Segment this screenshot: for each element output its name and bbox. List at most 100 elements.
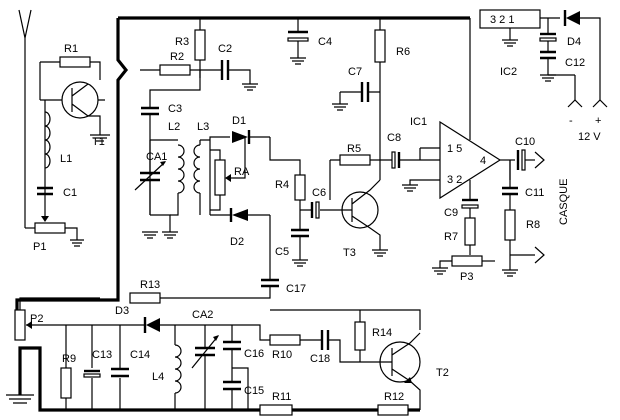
power-terminals: [567, 99, 608, 108]
p1-potentiometer: [34, 208, 84, 247]
d4-diode: [563, 10, 601, 100]
c13-capacitor: [83, 369, 101, 378]
ic1-amplifier: [402, 18, 515, 200]
l2-coil: [170, 139, 185, 216]
label-r14: R14: [372, 327, 392, 339]
p2-potentiometer: [14, 309, 66, 341]
r2-resistor: [159, 64, 191, 76]
c3-capacitor: [141, 106, 159, 116]
c7-capacitor: [332, 82, 380, 111]
label-r2: R2: [170, 51, 184, 63]
ground-rail: [18, 346, 420, 412]
label-c2: C2: [218, 43, 232, 55]
label-c14: C14: [130, 349, 150, 361]
d2-diode: [229, 208, 270, 222]
l3-coil: [193, 140, 201, 215]
label-ic1-pins-top: 1 5: [447, 143, 462, 155]
c17-capacitor: [130, 278, 279, 299]
c8-capacitor: [380, 151, 440, 169]
label-p2: P2: [30, 313, 43, 325]
label-r7: R7: [444, 231, 458, 243]
c10-capacitor: [509, 149, 545, 180]
r9-resistor: [60, 367, 72, 399]
label-c11: C11: [525, 187, 544, 199]
label-ca1: CA1: [146, 151, 167, 163]
c15-capacitor: [223, 380, 241, 410]
wire-l3-diodes: [200, 136, 230, 216]
label-p1: P1: [33, 241, 46, 253]
wire-c16-r11: [232, 367, 249, 410]
r5-resistor: [339, 154, 371, 166]
wire-r5: [329, 159, 380, 200]
label-r8: R8: [526, 219, 540, 231]
r11-resistor: [259, 404, 293, 416]
label-c18: C18: [310, 353, 330, 365]
ground-ca1: [142, 231, 178, 239]
label-l4: L4: [152, 371, 164, 383]
r1-resistor: [59, 56, 91, 68]
wire-c3: [149, 70, 201, 140]
ca1-variable-capacitor: [134, 140, 166, 215]
label-c17: C17: [286, 283, 306, 295]
wire-bottom-bus: [65, 324, 130, 410]
ground-symbol-bottom: [6, 394, 34, 404]
c9-capacitor: [461, 198, 479, 216]
label-d3: D3: [115, 305, 129, 317]
r3-resistor: [194, 29, 206, 61]
label-c4: C4: [318, 36, 332, 48]
label-r6: R6: [396, 46, 410, 58]
label-c7: C7: [348, 66, 362, 78]
c18-capacitor: [320, 330, 360, 363]
label-ic1-pins-bottom: 3 2: [447, 174, 462, 186]
c1-capacitor: [37, 186, 53, 196]
d3-diode: [130, 317, 270, 341]
label-r9: R9: [62, 353, 76, 365]
component-labels: R1 T1 L1 C1 P1 R3 R2 C2 C4 R6 C7 C3 L2 L…: [30, 14, 601, 403]
label-r13: R13: [140, 279, 160, 291]
ra-resistor: [210, 137, 246, 211]
label-l3: L3: [197, 121, 209, 133]
c5-capacitor: [291, 228, 309, 267]
c14-capacitor: [111, 367, 129, 378]
label-r10: R10: [272, 349, 292, 361]
antenna: [18, 9, 32, 228]
r6-resistor: [374, 29, 386, 63]
l1-coil: [44, 111, 51, 169]
wire-r13: [19, 297, 100, 310]
l4-coil: [174, 325, 182, 410]
label-c10: C10: [515, 136, 535, 148]
label-r11: R11: [272, 391, 291, 403]
label-c12: C12: [565, 57, 585, 69]
label-d4: D4: [567, 36, 581, 48]
label-c5: C5: [275, 246, 289, 258]
t2-transistor: [360, 332, 421, 410]
r7-resistor: [464, 217, 476, 246]
ca2-variable-capacitor: [191, 325, 219, 410]
r4-resistor: [294, 174, 306, 201]
label-minus: -: [569, 115, 573, 127]
c2-capacitor: [210, 60, 258, 91]
ic2-regulator: [479, 9, 560, 47]
label-t3: T3: [343, 247, 356, 259]
r14-resistor: [354, 321, 366, 351]
c16-capacitor: [223, 325, 241, 382]
p3-potentiometer: [432, 255, 495, 275]
t1-transistor: [61, 81, 110, 142]
label-c3: C3: [168, 103, 182, 115]
label-c13: C13: [92, 349, 112, 361]
label-l1: L1: [60, 153, 72, 165]
label-l2: L2: [168, 121, 180, 133]
label-c8: C8: [387, 132, 401, 144]
label-ic2: IC2: [500, 66, 517, 78]
d1-diode: [232, 130, 270, 144]
label-d1: D1: [232, 115, 246, 127]
label-p3: P3: [460, 271, 473, 283]
c4-capacitor: [287, 18, 309, 65]
t3-transistor: [335, 179, 388, 257]
label-r12: R12: [384, 391, 404, 403]
label-r5: R5: [347, 143, 361, 155]
r12-resistor: [377, 404, 409, 416]
label-casque: CASQUE: [558, 179, 570, 225]
label-c6: C6: [312, 187, 326, 199]
